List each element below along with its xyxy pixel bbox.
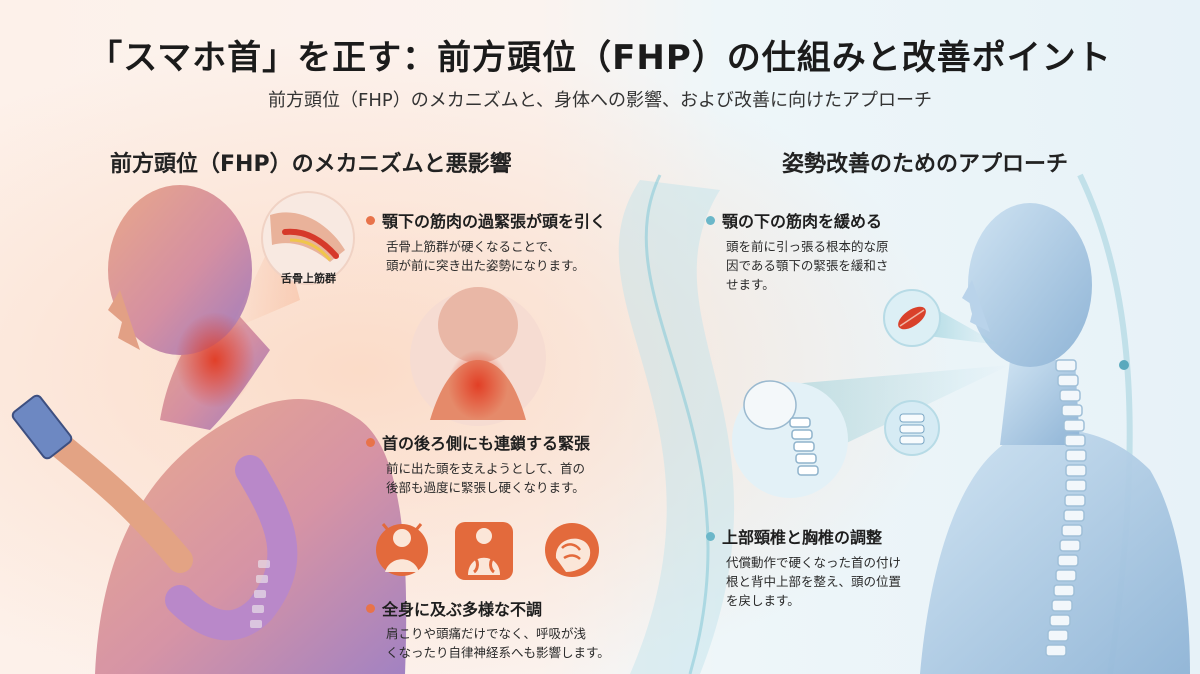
- muscle-icon: [883, 289, 941, 347]
- point-body-line: せます。: [726, 277, 775, 292]
- point-title: 顎下の筋肉の過緊張が頭を引く: [382, 212, 607, 231]
- symptom-icons: [376, 522, 599, 580]
- bullet-dot-icon: [706, 216, 715, 225]
- bullet-dot-icon: [366, 438, 375, 447]
- posterior-neck-illustration: [410, 287, 546, 426]
- point-title: 首の後ろ側にも連鎖する緊張: [382, 434, 591, 453]
- point-body-line: 舌骨上筋群が硬くなることで、: [386, 239, 561, 254]
- page-title: 「スマホ首」を正す：前方頭位（FHP）の仕組みと改善ポイント: [88, 38, 1112, 78]
- point-body-line: 肩こりや頭痛だけでなく、呼吸が浅: [386, 626, 587, 641]
- point-title: 全身に及ぶ多様な不調: [382, 600, 543, 619]
- left-point-2: 首の後ろ側にも連鎖する緊張 前に出た頭を支えようとして、首の 後部も過度に緊張し…: [366, 430, 590, 497]
- right-point-1: 顎の下の筋肉を緩める 頭を前に引っ張る根本的な原 因である顎下の緊張を緩和さ せ…: [706, 208, 889, 294]
- left-point-3: 全身に及ぶ多様な不調 肩こりや頭痛だけでなく、呼吸が浅 くなったり自律神経系へも…: [366, 596, 610, 662]
- point-title: 顎の下の筋肉を緩める: [722, 212, 883, 231]
- bullet-dot-icon: [366, 216, 375, 225]
- hyoid-inset-illustration: [261, 191, 355, 285]
- hunched-figure: [11, 185, 407, 674]
- cervical-spine-illustration: [732, 380, 848, 498]
- point-body-line: 後部も過度に緊張し硬くなります。: [386, 480, 585, 495]
- bullet-dot-icon: [706, 532, 715, 541]
- vertebra-icon: [884, 400, 940, 456]
- point-body-line: 頭が前に突き出た姿勢になります。: [386, 258, 585, 273]
- page-subtitle: 前方頭位（FHP）のメカニズムと、身体への影響、および改善に向けたアプローチ: [267, 90, 933, 111]
- point-body-line: 前に出た頭を支えようとして、首の: [386, 461, 586, 476]
- upright-figure: [920, 203, 1190, 674]
- point-body-line: 因である顎下の緊張を緩和さ: [726, 258, 889, 273]
- point-body-line: 代償動作で硬くなった首の付け: [726, 555, 902, 570]
- point-body-line: を戻します。: [726, 593, 800, 608]
- left-section-title: 前方頭位（FHP）のメカニズムと悪影響: [110, 152, 512, 177]
- right-section-title: 姿勢改善のためのアプローチ: [782, 152, 1069, 177]
- point-body-line: 根と背中上部を整え、頭の位置: [726, 574, 902, 589]
- left-point-1: 顎下の筋肉の過緊張が頭を引く 舌骨上筋群が硬くなることで、 頭が前に突き出た姿勢…: [366, 208, 606, 275]
- right-point-2: 上部頸椎と胸椎の調整 代償動作で硬くなった首の付け 根と背中上部を整え、頭の位置…: [706, 524, 901, 610]
- point-body-line: くなったり自律神経系へも影響します。: [386, 645, 610, 660]
- point-title: 上部頸椎と胸椎の調整: [722, 528, 883, 547]
- hyoid-label: 舌骨上筋群: [281, 272, 336, 285]
- bullet-dot-icon: [366, 604, 375, 613]
- point-body-line: 頭を前に引っ張る根本的な原: [726, 239, 889, 254]
